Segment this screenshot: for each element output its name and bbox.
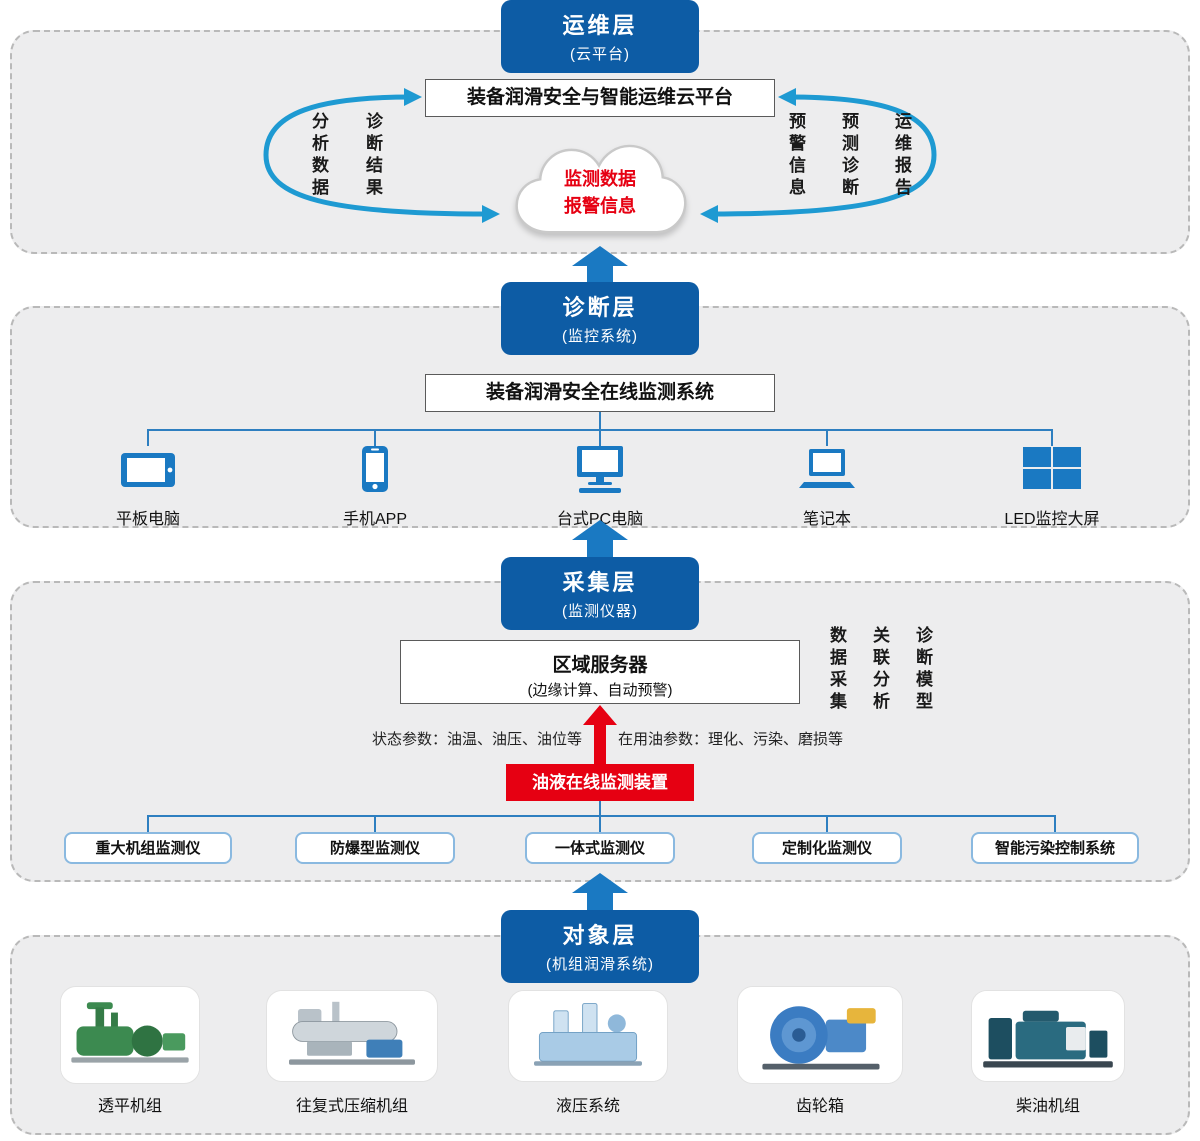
monitor-box-major-unit: 重大机组监测仪	[64, 832, 232, 864]
online-monitoring-system-box: 装备润滑安全在线监测系统	[425, 374, 775, 412]
device-laptop: 笔记本	[747, 444, 907, 529]
device-smartphone: 手机APP	[295, 444, 455, 529]
device-label: 平板电脑	[115, 511, 180, 528]
hydraulic-system-photo	[508, 990, 668, 1082]
led-wall-icon	[1023, 447, 1081, 489]
connector-line	[826, 429, 828, 446]
ops-layer-title: 运维层	[562, 13, 638, 38]
object-layer-title: 对象层	[562, 923, 638, 948]
monitor-box-customized: 定制化监测仪	[752, 832, 902, 864]
device-led-wall: LED监控大屏	[972, 444, 1132, 529]
connector-line	[147, 815, 149, 833]
machine-label: 液压系统	[555, 1098, 620, 1115]
hydraulic-illustration	[516, 991, 660, 1081]
connector-line	[826, 815, 828, 833]
machine-label: 齿轮箱	[795, 1098, 844, 1115]
device-label: LED监控大屏	[1004, 511, 1100, 528]
device-desktop: 台式PC电脑	[520, 444, 680, 529]
ops-right-label-predictive-diagnosis: 预测诊断	[839, 112, 858, 200]
diagnosis-layer-subtitle: (监控系统)	[562, 328, 638, 345]
cloud-platform-label: 装备润滑安全与智能运维云平台	[466, 87, 733, 108]
status-parameters-text: 状态参数：油温、油压、油位等	[371, 731, 582, 748]
monitor-box-explosion-proof: 防爆型监测仪	[295, 832, 455, 864]
ops-layer-subtitle: (云平台)	[570, 46, 630, 63]
desktop-icon	[577, 446, 623, 493]
laptop-icon	[799, 449, 855, 488]
object-layer-badge: 对象层 (机组润滑系统)	[501, 910, 699, 983]
ops-layer-badge: 运维层 (云平台)	[501, 0, 699, 73]
oil-online-monitor-box: 油液在线监测装置	[506, 764, 694, 801]
gearbox-photo	[737, 986, 903, 1084]
monitor-box-contamination-control: 智能污染控制系统	[971, 832, 1139, 864]
cloud-line-alarm-info: 报警信息	[564, 196, 636, 216]
connector-line	[1051, 429, 1053, 446]
diagnosis-layer-badge: 诊断层 (监控系统)	[501, 282, 699, 355]
object-layer-subtitle: (机组润滑系统)	[546, 956, 654, 973]
turbine-unit-photo	[60, 986, 200, 1084]
connector-line	[147, 429, 149, 446]
oil-data-up-arrow	[583, 705, 617, 764]
smartphone-icon	[362, 446, 388, 492]
diesel-illustration	[976, 991, 1120, 1081]
connector-line	[599, 815, 601, 833]
collection-side-label-correlation-analysis: 关联分析	[870, 626, 889, 714]
compressor-illustration	[280, 991, 424, 1081]
ops-left-label-analysis-data: 分析数据	[309, 112, 328, 200]
gearbox-illustration	[743, 987, 897, 1083]
regional-server-title: 区域服务器	[552, 655, 648, 676]
machine-label: 柴油机组	[1015, 1098, 1080, 1115]
monitor-box-integrated: 一体式监测仪	[525, 832, 675, 864]
connector-line	[374, 815, 376, 833]
diesel-unit-photo	[971, 990, 1125, 1082]
ops-right-label-warning-info: 预警信息	[786, 112, 805, 200]
ops-left-label-diagnosis-result: 诊断结果	[363, 112, 382, 200]
collection-side-label-data-acquisition: 数据采集	[827, 626, 846, 714]
oil-parameters-text: 在用油参数：理化、污染、磨损等	[618, 731, 844, 748]
cloud-data-label: 监测数据 报警信息	[502, 166, 698, 220]
cloud-icon	[515, 144, 687, 234]
connector-line	[148, 815, 1055, 817]
diagnosis-layer-title: 诊断层	[562, 295, 638, 320]
device-tablet: 平板电脑	[68, 444, 228, 529]
collection-layer-badge: 采集层 (监测仪器)	[501, 557, 699, 630]
connector-line	[1054, 815, 1056, 833]
device-label: 手机APP	[342, 511, 408, 528]
collection-side-label-diagnosis-model: 诊断模型	[913, 626, 932, 714]
reciprocating-compressor-photo	[266, 990, 438, 1082]
machine-label: 往复式压缩机组	[295, 1098, 408, 1115]
collection-layer-title: 采集层	[562, 570, 638, 595]
device-label: 笔记本	[802, 511, 851, 528]
turbine-illustration	[61, 991, 199, 1079]
cloud-line-monitoring-data: 监测数据	[564, 169, 636, 189]
machine-label: 透平机组	[97, 1098, 162, 1115]
collection-layer-subtitle: (监测仪器)	[562, 603, 638, 620]
connector-line	[374, 429, 376, 446]
cloud-platform-box: 装备润滑安全与智能运维云平台	[425, 79, 775, 117]
regional-server-subtitle: (边缘计算、自动预警)	[527, 682, 673, 699]
regional-server-box: 区域服务器 (边缘计算、自动预警)	[400, 640, 800, 704]
connector-line	[599, 412, 601, 430]
device-label: 台式PC电脑	[556, 511, 644, 528]
connector-line	[599, 429, 601, 446]
up-arrow-object-to-collection	[572, 873, 628, 921]
ops-right-label-om-report: 运维报告	[892, 112, 911, 200]
up-arrow-collection-to-diagnosis	[572, 520, 628, 568]
tablet-icon	[121, 453, 175, 487]
up-arrow-diagnosis-to-ops	[572, 246, 628, 294]
connector-line	[599, 801, 601, 816]
online-monitoring-system-label: 装备润滑安全在线监测系统	[485, 382, 714, 403]
